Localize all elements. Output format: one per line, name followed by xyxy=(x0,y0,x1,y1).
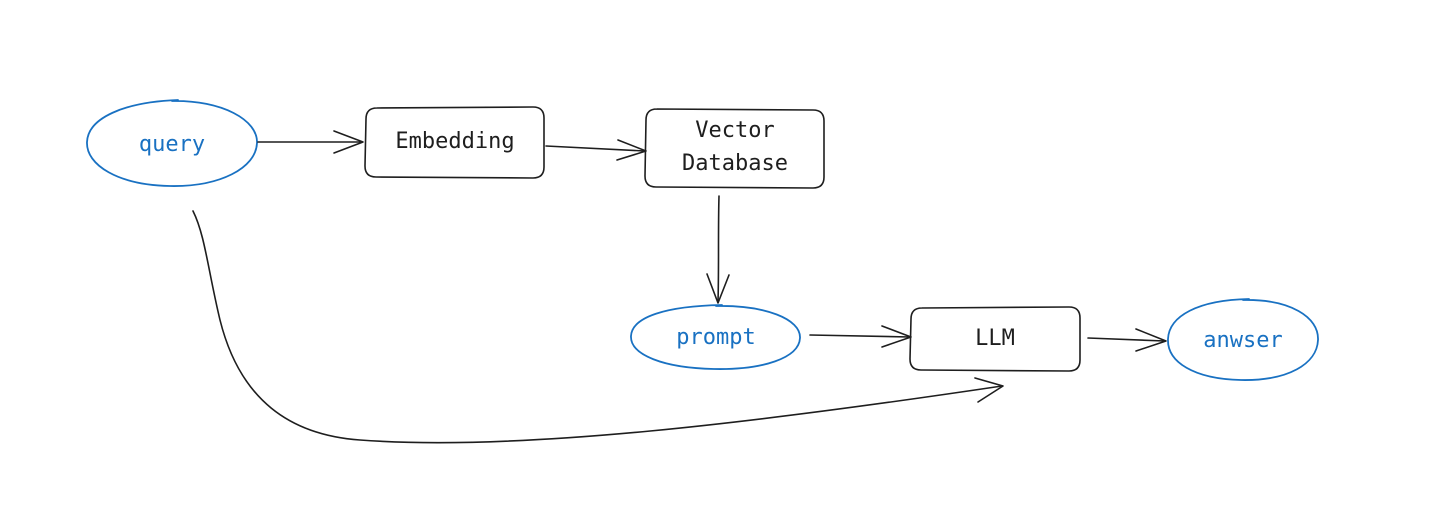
node-query[interactable]: query xyxy=(86,99,258,187)
answer-ellipse xyxy=(1167,298,1319,381)
edge-vector-database-to-prompt xyxy=(706,195,730,304)
edge-query-to-embedding xyxy=(257,130,364,154)
arrowhead xyxy=(1135,328,1167,352)
embedding-label: Embedding xyxy=(395,129,514,154)
edge-line xyxy=(717,195,720,303)
vector-database-label-line1: Vector xyxy=(695,118,774,143)
vector-database-box xyxy=(644,108,825,189)
edge-line xyxy=(545,145,646,152)
node-llm[interactable]: LLM xyxy=(909,306,1081,372)
arrowhead xyxy=(881,325,912,348)
arrowhead xyxy=(974,377,1004,403)
vector-database-label-line2: Database xyxy=(682,151,788,176)
llm-box xyxy=(909,306,1081,372)
node-vector-database[interactable]: Vector Database xyxy=(644,108,825,189)
edge-embedding-to-vector-database xyxy=(545,139,647,161)
embedding-box xyxy=(364,106,545,179)
prompt-label: prompt xyxy=(676,325,755,350)
query-label: query xyxy=(139,132,205,157)
arrowhead xyxy=(706,273,730,304)
arrowhead xyxy=(616,139,647,161)
edge-line xyxy=(192,210,1003,444)
edge-line xyxy=(1087,337,1166,342)
prompt-ellipse xyxy=(630,304,801,370)
arrowhead xyxy=(333,130,364,154)
edge-llm-to-answer xyxy=(1087,328,1167,352)
edge-prompt-to-llm xyxy=(809,325,912,348)
edge-query-to-llm xyxy=(192,210,1004,444)
query-ellipse xyxy=(86,99,258,187)
node-embedding[interactable]: Embedding xyxy=(364,106,545,179)
node-prompt[interactable]: prompt xyxy=(630,304,801,370)
answer-label: anwser xyxy=(1203,328,1282,353)
node-answer[interactable]: anwser xyxy=(1167,298,1319,381)
llm-label: LLM xyxy=(975,326,1015,351)
edge-line xyxy=(809,334,911,338)
